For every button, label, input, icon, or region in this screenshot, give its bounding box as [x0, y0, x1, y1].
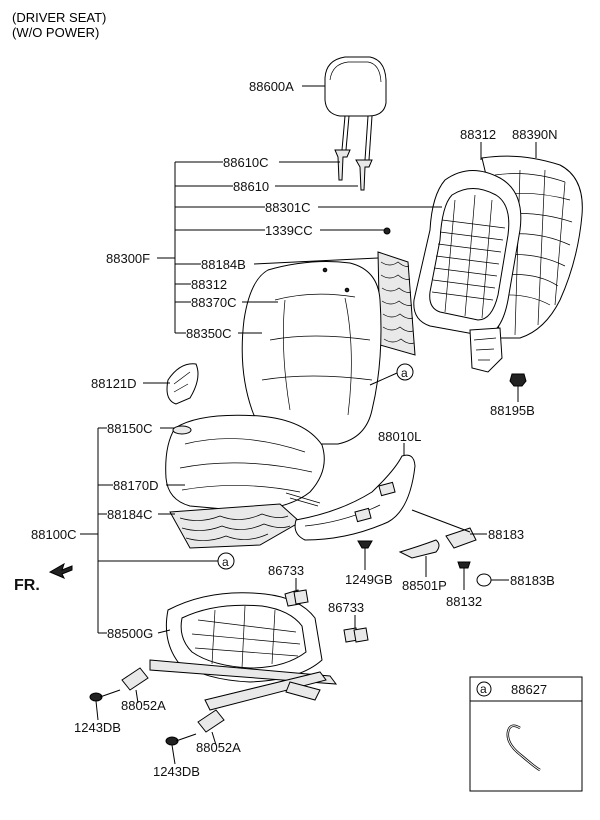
- label-88170d: 88170D: [113, 478, 159, 493]
- label-88501p: 88501P: [402, 578, 447, 593]
- label-88052a-left: 88052A: [121, 698, 166, 713]
- cap-illustration: [476, 573, 492, 587]
- cushion-frame-illustration: [89, 589, 369, 746]
- label-1339cc: 1339CC: [265, 223, 313, 238]
- label-88350c: 88350C: [186, 326, 232, 341]
- header-line-1: (DRIVER SEAT): [12, 10, 107, 25]
- part-labels: 88600A 88610C 88610 88301C 1339CC 88300F…: [31, 79, 558, 779]
- label-1243db-right: 1243DB: [153, 764, 200, 779]
- callout-circle-upper: a: [396, 363, 414, 381]
- label-1243db-left: 1243DB: [74, 720, 121, 735]
- headrest-illustration: [324, 56, 387, 191]
- back-pad-spring-illustration: [377, 251, 416, 356]
- label-88610c: 88610C: [223, 155, 269, 170]
- label-88052a-right: 88052A: [196, 740, 241, 755]
- label-88150c: 88150C: [107, 421, 153, 436]
- screw-88132-illustration: [457, 561, 471, 590]
- knob-illustration: [166, 363, 199, 405]
- label-88300f: 88300F: [106, 251, 150, 266]
- label-88010l: 88010L: [378, 429, 421, 444]
- label-88312-right: 88312: [460, 127, 496, 142]
- header-line-2: (W/O POWER): [12, 25, 100, 40]
- label-88184c: 88184C: [107, 507, 153, 522]
- leader-lines: [80, 85, 537, 765]
- callout-lower-label: a: [222, 555, 229, 569]
- label-88100c: 88100C: [31, 527, 77, 542]
- label-88301c: 88301C: [265, 200, 311, 215]
- label-88312-left: 88312: [191, 277, 227, 292]
- seat-back-frame-illustration: [383, 155, 583, 398]
- diagram-header: (DRIVER SEAT) (W/O POWER): [12, 10, 106, 40]
- screw-1249gb-illustration: [357, 540, 373, 570]
- label-88195b: 88195B: [490, 403, 535, 418]
- inset-box: a 88627: [469, 676, 583, 792]
- label-88500g: 88500G: [107, 626, 153, 641]
- side-shield-illustration: [285, 454, 416, 541]
- label-88610: 88610: [233, 179, 269, 194]
- label-88183b: 88183B: [510, 573, 555, 588]
- label-88121d: 88121D: [91, 376, 137, 391]
- cushion-spring-illustration: [169, 503, 301, 549]
- label-88370c: 88370C: [191, 295, 237, 310]
- callout-upper-label: a: [401, 366, 408, 380]
- label-88390n: 88390N: [512, 127, 558, 142]
- inset-part-number: 88627: [511, 682, 547, 697]
- label-86733-upper: 86733: [268, 563, 304, 578]
- front-arrow-marker: FR.: [14, 562, 73, 594]
- callout-circle-lower: a: [217, 552, 235, 570]
- lever-illustration: [398, 539, 440, 559]
- side-cover-illustration: [445, 527, 477, 549]
- label-88184b: 88184B: [201, 257, 246, 272]
- front-label: FR.: [14, 577, 40, 594]
- label-88132: 88132: [446, 594, 482, 609]
- inset-symbol: a: [480, 682, 487, 696]
- seat-back-cushion-illustration: [241, 261, 382, 445]
- label-1249gb: 1249GB: [345, 572, 393, 587]
- label-86733-lower: 86733: [328, 600, 364, 615]
- seat-cushion-illustration: [165, 414, 325, 511]
- label-88600a: 88600A: [249, 79, 294, 94]
- label-88183: 88183: [488, 527, 524, 542]
